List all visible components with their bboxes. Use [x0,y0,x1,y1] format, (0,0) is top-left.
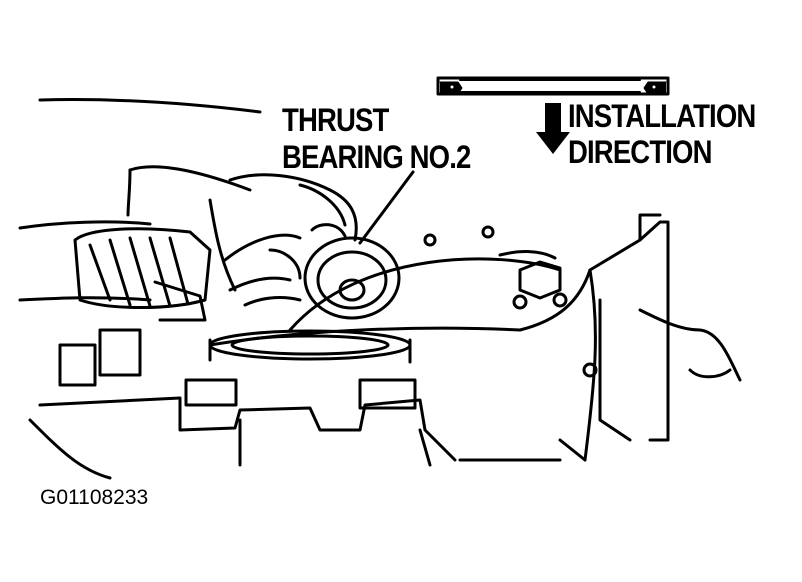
transmission-housing [18,213,742,480]
leader-line [358,170,415,245]
bearing-cross-section-icon [436,76,670,96]
installation-direction-label-line1: INSTALLATION [568,98,756,134]
figure-id: G01108233 [40,486,149,509]
thrust-bearing-label-line2: BEARING NO.2 [282,139,471,175]
helical-gear [73,227,212,322]
arrow-down-icon [536,103,570,154]
hand-illustration [126,165,358,307]
housing-edge-line [38,98,262,114]
installation-direction-label-line2: DIRECTION [568,134,712,170]
thrust-bearing-label-line1: THRUST [282,102,389,138]
thrust-bearing-ring [303,236,401,320]
